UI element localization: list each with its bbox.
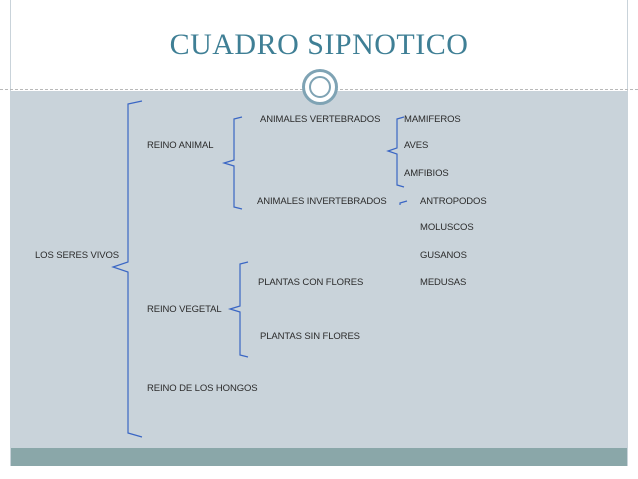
brace-animal (221, 116, 243, 210)
bottom-bar (11, 448, 627, 466)
root-label: LOS SERES VIVOS (35, 250, 120, 261)
kingdom-animal: REINO ANIMAL (147, 140, 214, 151)
brace-vegetal (227, 261, 249, 358)
kingdom-vegetal: REINO VEGETAL (147, 304, 222, 315)
divider-ring-icon (302, 69, 338, 105)
item-aves: AVES (404, 140, 429, 151)
item-gusanos: GUSANOS (420, 250, 467, 261)
item-medusas: MEDUSAS (420, 277, 467, 288)
brace-invertebrados (399, 200, 408, 205)
item-moluscos: MOLUSCOS (420, 222, 474, 233)
kingdom-hongos: REINO DE LOS HONGOS (147, 383, 258, 394)
brace-vertebrados (386, 116, 405, 188)
content-area (11, 91, 627, 448)
item-amfibios: AMFIBIOS (404, 168, 449, 179)
slide-frame (10, 0, 628, 466)
brace-root (111, 100, 143, 438)
group-con-flores: PLANTAS CON FLORES (258, 277, 364, 288)
group-vertebrados: ANIMALES VERTEBRADOS (260, 114, 381, 125)
group-sin-flores: PLANTAS SIN FLORES (260, 331, 360, 342)
item-antropodos: ANTROPODOS (420, 196, 487, 207)
item-mamiferos: MAMIFEROS (404, 114, 461, 125)
slide-title: CUADRO SIPNOTICO (169, 28, 469, 61)
group-invertebrados: ANIMALES INVERTEBRADOS (257, 196, 387, 207)
